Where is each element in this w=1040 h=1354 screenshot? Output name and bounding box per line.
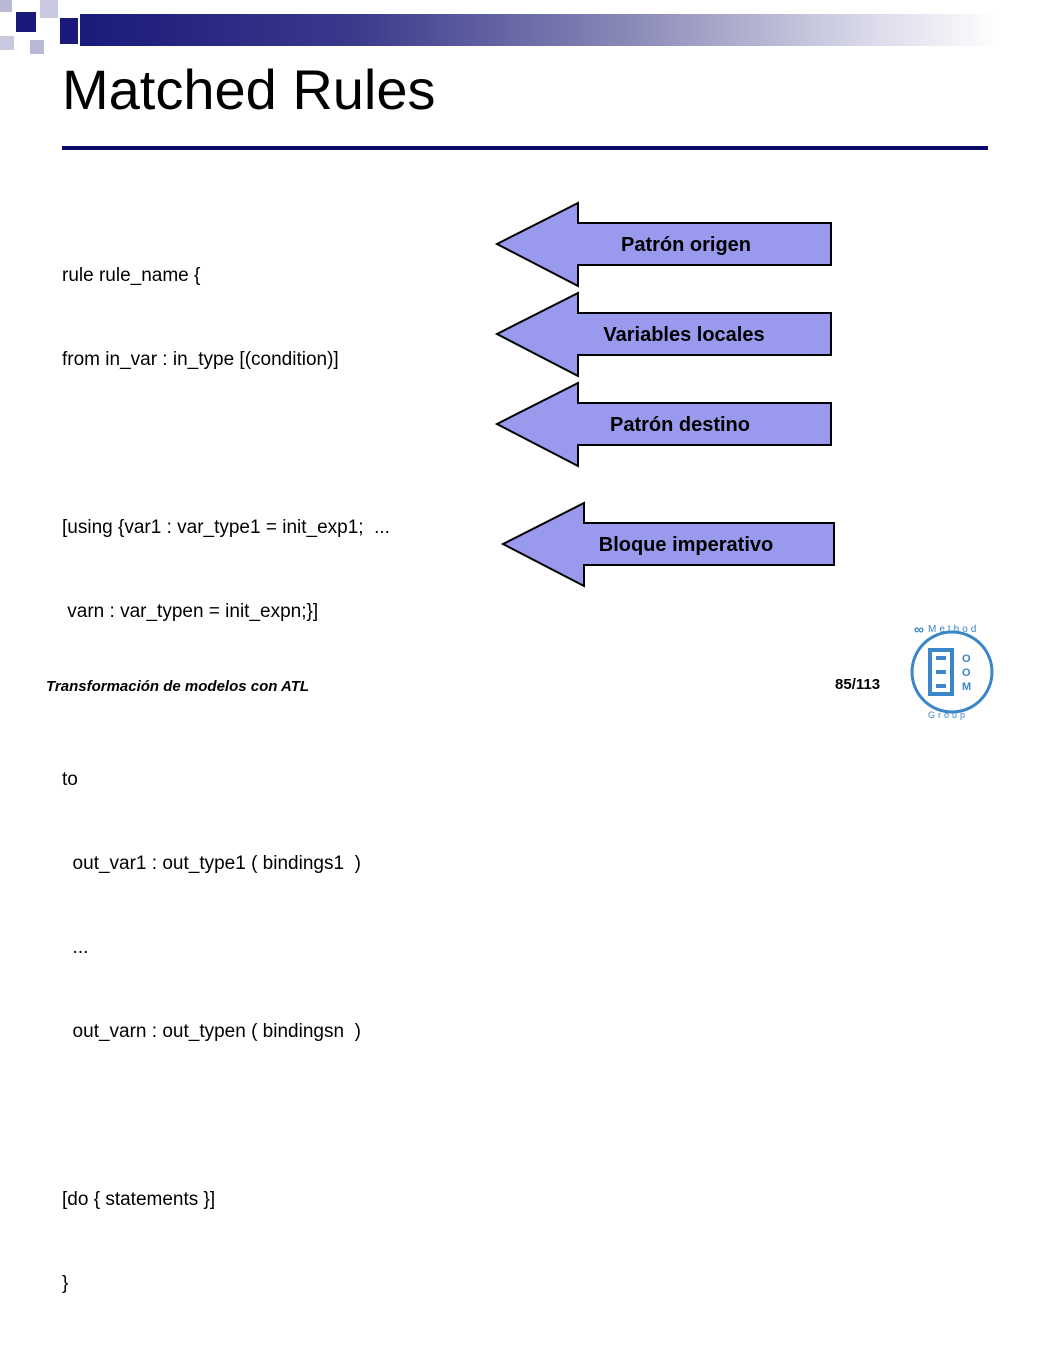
deco-square — [40, 0, 58, 18]
code-line: from in_var : in_type [(condition)] — [62, 349, 339, 370]
title-underline — [62, 146, 988, 150]
arrow-label: Bloque imperativo — [598, 534, 774, 556]
page-current: 85 — [835, 676, 852, 693]
left-arrow-icon — [494, 381, 832, 468]
code-line: rule rule_name { — [62, 265, 201, 286]
code-line: [using {var1 : var_type1 = init_exp1; ..… — [62, 517, 390, 538]
arrow-label: Patrón origen — [620, 234, 751, 256]
code-line — [62, 430, 390, 458]
code-line: out_varn : out_typen ( bindingsn ) — [62, 1021, 361, 1042]
code-line: to — [62, 769, 78, 790]
code-line: varn : var_typen = init_expn;}] — [62, 601, 319, 622]
svg-text:M: M — [962, 681, 971, 693]
oomethod-logo-icon: ∞ Method Group O O M — [910, 621, 994, 720]
page-number: 85/113 — [835, 676, 880, 693]
left-arrow-icon — [494, 291, 832, 378]
arrow-patron-origen: Patrón origen — [494, 200, 834, 290]
slide: Matched Rules rule rule_name { from in_v… — [0, 0, 1010, 1294]
footer-course-title: Transformación de modelos con ATL — [46, 678, 310, 695]
code-line: ... — [62, 937, 89, 958]
slide-title: Matched Rules — [62, 58, 436, 121]
arrow-label: Patrón destino — [609, 414, 750, 436]
left-arrow-icon — [494, 201, 832, 288]
deco-square — [0, 0, 12, 12]
code-line: } — [62, 1273, 69, 1294]
logo-text-top: Method — [928, 624, 979, 635]
header-band — [80, 14, 1000, 46]
svg-text:∞: ∞ — [914, 621, 924, 637]
code-line: [do { statements }] — [62, 1189, 216, 1210]
arrow-patron-destino: Patrón destino — [494, 380, 834, 470]
rule-syntax-code: rule rule_name { from in_var : in_type [… — [62, 206, 390, 1354]
code-line — [62, 1102, 390, 1130]
deco-square — [60, 18, 78, 44]
page-total: /113 — [851, 676, 881, 693]
oomethod-group-logo: ∞ Method Group O O M — [900, 612, 1010, 722]
arrow-variables-locales: Variables locales — [494, 290, 834, 380]
arrow-bloque-imperativo: Bloque imperativo — [500, 500, 840, 590]
deco-square — [16, 12, 36, 32]
deco-square — [30, 40, 44, 54]
left-arrow-icon — [500, 501, 835, 588]
svg-text:O: O — [962, 667, 971, 679]
code-line: out_var1 : out_type1 ( bindings1 ) — [62, 853, 361, 874]
svg-text:O: O — [962, 653, 971, 665]
arrow-label: Variables locales — [603, 324, 765, 346]
deco-square — [0, 36, 14, 50]
logo-text-bottom: Group — [928, 710, 968, 720]
